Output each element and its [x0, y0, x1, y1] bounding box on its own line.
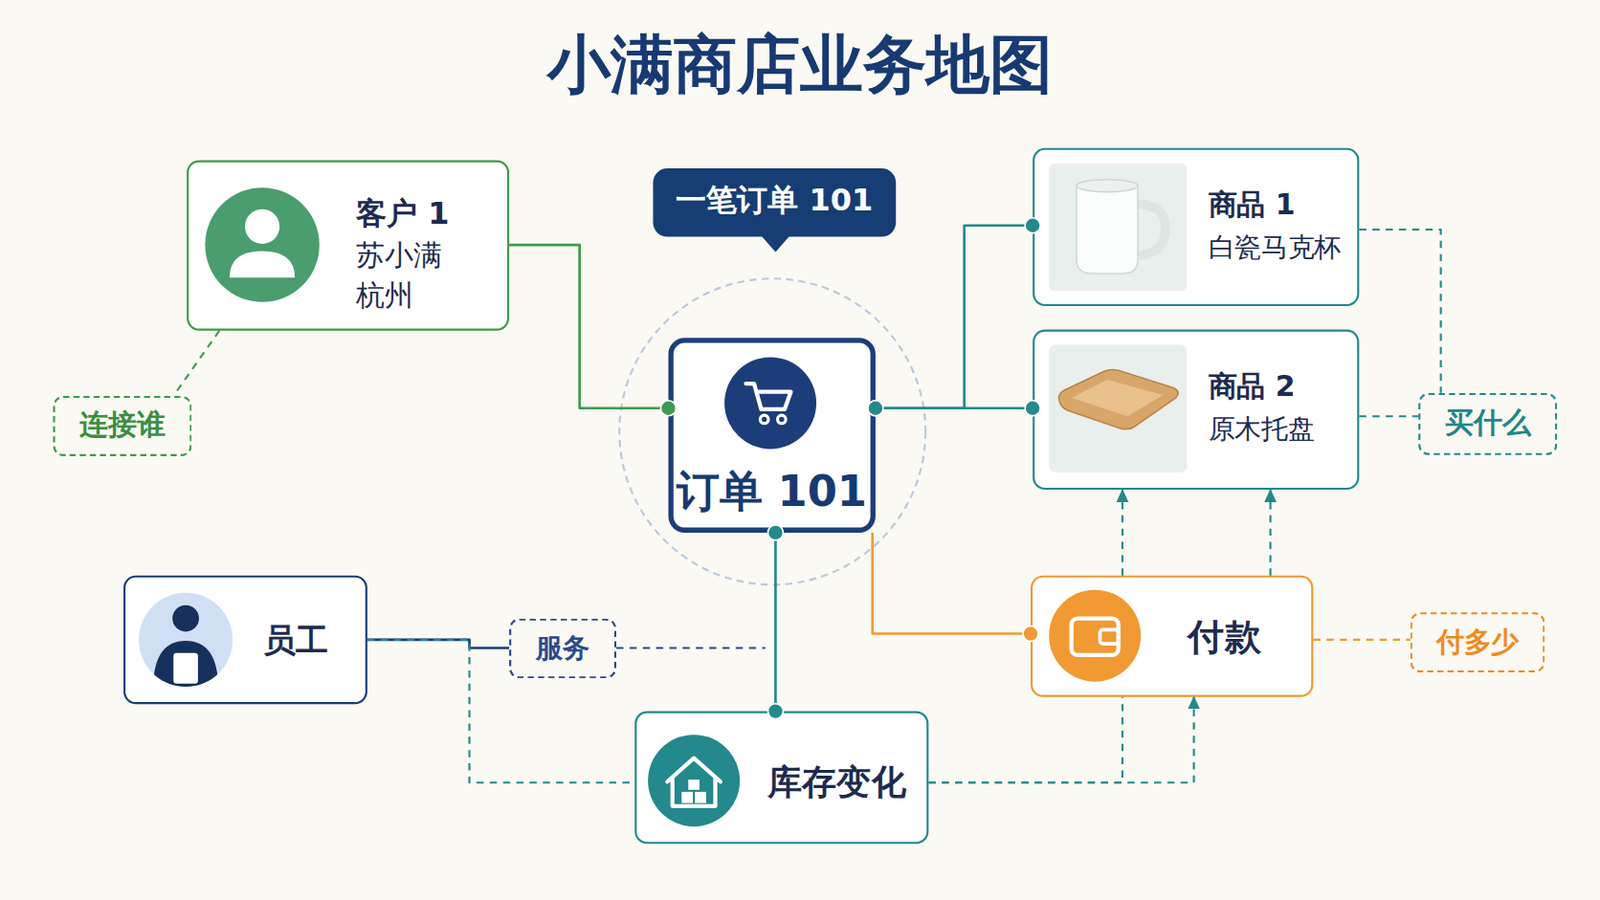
- connector-line: [875, 225, 1033, 409]
- node-detail: 苏小满: [355, 239, 443, 274]
- apron: [173, 653, 199, 685]
- node-heading: 付多少: [1412, 614, 1543, 670]
- staff-box: 员工: [123, 576, 368, 705]
- node-detail: 杭州: [355, 278, 414, 313]
- order-box: 订单 101: [667, 337, 875, 534]
- box-icon: [681, 792, 693, 804]
- callout-bubble: 一笔订单 101: [652, 168, 896, 237]
- product-box: 商品 2 原木托盘: [1032, 330, 1359, 491]
- warehouse-circle: [647, 734, 740, 827]
- node-heading: 库存变化: [767, 761, 907, 804]
- connector-line: [367, 640, 510, 649]
- photo-bg: [1048, 345, 1187, 473]
- node-heading: 客户 1: [355, 195, 449, 232]
- node-detail: 原木托盘: [1208, 413, 1315, 445]
- cart-wheel: [777, 415, 787, 424]
- tray-rim: [1058, 369, 1178, 429]
- connector-dot: [660, 400, 676, 417]
- dashed-connector: [928, 697, 1194, 784]
- wallet-clasp: [1100, 629, 1119, 645]
- dashed-connector: [1358, 415, 1419, 418]
- connector-line: [875, 406, 1033, 410]
- connector-dot: [767, 525, 783, 541]
- node-heading: 员工: [263, 621, 329, 661]
- connector-line: [774, 533, 778, 712]
- customer-box: 客户 1 苏小满杭州: [186, 160, 510, 332]
- avatar-body: [229, 250, 295, 278]
- node-heading: 一笔订单 101: [652, 168, 896, 232]
- avatar-circle: [204, 187, 319, 302]
- wallet-icon: [1071, 619, 1119, 656]
- node-detail: 白瓷马克杯: [1208, 231, 1342, 264]
- dashed-connector: [367, 640, 635, 783]
- tray-surface: [1071, 379, 1164, 417]
- dashed-connector: [173, 331, 220, 397]
- question-tag: 买什么: [1418, 393, 1557, 456]
- node-heading: 买什么: [1420, 395, 1556, 453]
- connector-dot: [1022, 626, 1039, 643]
- dashed-connector: [1312, 639, 1410, 642]
- avatar-head: [244, 209, 280, 245]
- inventory-box: 库存变化: [634, 711, 929, 845]
- dashed-connector: [1121, 489, 1124, 577]
- wallet-circle: [1048, 590, 1141, 683]
- connector-dot: [1024, 400, 1041, 417]
- node-heading: 订单 101: [673, 466, 871, 519]
- payment-box: 付款: [1030, 576, 1313, 698]
- node-heading: 商品 2: [1208, 369, 1296, 404]
- dashed-connector: [1269, 489, 1272, 577]
- diagram-title: 小满商店业务地图: [0, 26, 1600, 103]
- dashed-connector: [928, 697, 1123, 784]
- connector-dot: [867, 400, 884, 417]
- connector-dot: [767, 704, 783, 720]
- leader-line: [616, 646, 766, 649]
- node-heading: 商品 1: [1208, 187, 1296, 223]
- connector-dot: [1024, 218, 1041, 234]
- focus-ring: [619, 278, 926, 585]
- box-icon: [688, 779, 700, 791]
- connector-line: [509, 244, 668, 409]
- dashed-connector: [1358, 229, 1441, 394]
- connector-line: [872, 533, 1031, 635]
- node-heading: 付款: [1187, 614, 1262, 659]
- mug-body: [1076, 185, 1138, 274]
- mug-rim: [1076, 179, 1138, 193]
- cart-circle: [724, 356, 817, 449]
- box-icon: [694, 792, 707, 804]
- product-box: 商品 1 白瓷马克杯: [1032, 148, 1359, 307]
- avatar-circle: [138, 593, 233, 688]
- question-tag: 连接谁: [52, 396, 192, 457]
- avatar-head: [172, 605, 200, 633]
- mug-handle: [1135, 203, 1166, 255]
- node-heading: 服务: [511, 621, 615, 677]
- connector-dot: [867, 400, 884, 417]
- cart-icon: [745, 383, 791, 410]
- cart-wheel: [759, 415, 769, 424]
- question-tag: 服务: [509, 619, 617, 680]
- warehouse-icon: [666, 758, 720, 807]
- photo-bg: [1048, 163, 1187, 291]
- avatar-body: [153, 641, 219, 690]
- callout-pointer: [760, 235, 790, 252]
- question-tag: 付多少: [1410, 612, 1546, 673]
- node-heading: 连接谁: [55, 398, 191, 454]
